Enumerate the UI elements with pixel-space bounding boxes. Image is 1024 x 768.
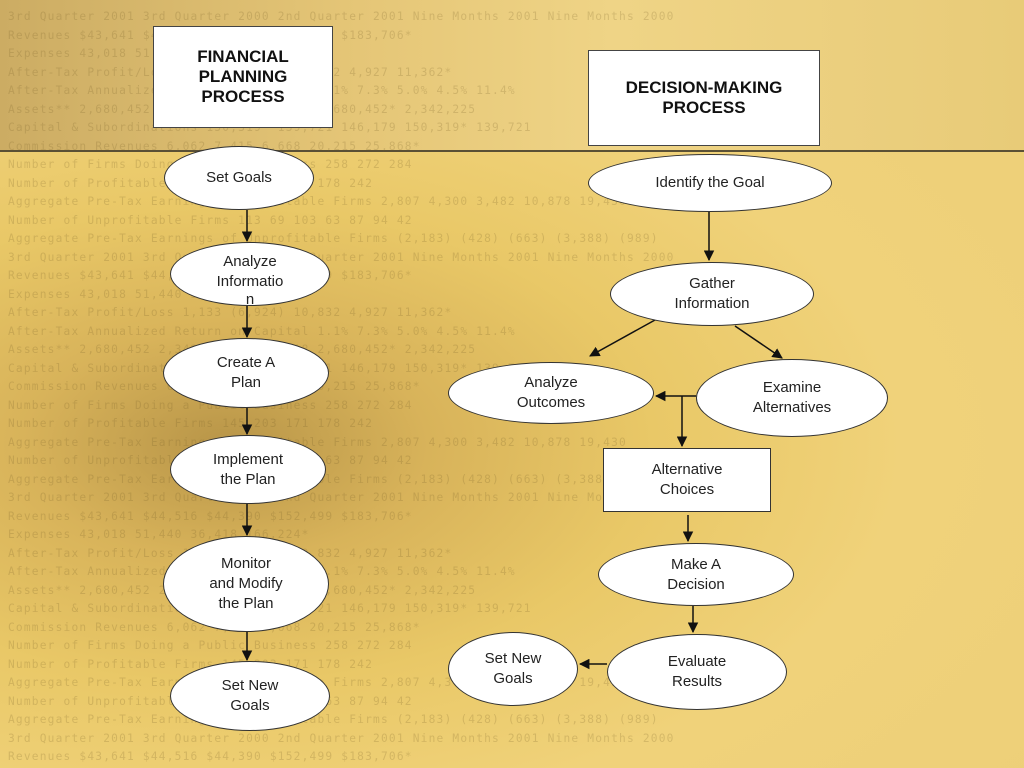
node-label: Information: [674, 295, 750, 312]
node-label: Set Goals: [206, 169, 272, 186]
node-label: Monitor: [220, 555, 272, 572]
decision-making-title: DECISION-MAKING PROCESS: [588, 50, 820, 146]
node-create-plan: Create A Plan: [163, 338, 329, 408]
node-label: Goals: [493, 670, 533, 687]
node-label: Gather: [689, 275, 735, 292]
node-label: the Plan: [218, 595, 274, 612]
node-label: Examine: [762, 379, 822, 396]
node-label: Analyze: [223, 253, 277, 270]
arrow-gather-to-analyze-outcomes: [589, 319, 656, 357]
node-evaluate-results: Evaluate Results: [607, 634, 787, 710]
node-gather-information: Gather Information: [610, 262, 814, 326]
node-make-decision: Make A Decision: [598, 543, 794, 606]
node-alternative-choices: Alternative Choices: [603, 448, 771, 512]
header-divider: [0, 150, 1024, 152]
title-line: PROCESS: [201, 87, 285, 106]
node-analyze-information: Analyze Informatio n: [170, 242, 330, 308]
node-label: Set New: [484, 650, 542, 667]
title-line: FINANCIAL: [197, 47, 289, 66]
node-label: Make A: [670, 555, 722, 573]
node-label: Alternatives: [752, 399, 832, 416]
node-label: the Plan: [220, 470, 276, 488]
node-set-new-goals-financial: Set New Goals: [170, 661, 330, 731]
node-label: Set New: [221, 677, 279, 694]
node-label: Outcomes: [516, 394, 586, 411]
node-label: Analyze: [524, 374, 578, 391]
node-label: Choices: [659, 481, 715, 498]
node-label: Create A: [216, 354, 276, 371]
node-examine-alternatives: Examine Alternatives: [696, 359, 888, 437]
financial-planning-title: FINANCIAL PLANNING PROCESS: [153, 26, 333, 128]
title-line: PROCESS: [662, 98, 746, 117]
node-label: Plan: [230, 374, 262, 391]
arrow-gather-to-examine: [734, 325, 783, 359]
node-set-new-goals-decision: Set New Goals: [448, 632, 578, 706]
node-label: Alternative: [651, 461, 723, 478]
node-label: Decision: [667, 575, 725, 593]
node-label: Informatio: [216, 273, 284, 290]
node-label: Identify the Goal: [655, 174, 765, 191]
node-identify-goal: Identify the Goal: [588, 154, 832, 212]
node-monitor-modify: Monitor and Modify the Plan: [163, 536, 329, 632]
title-line: PLANNING: [198, 67, 288, 86]
node-label: and Modify: [209, 575, 283, 592]
node-label: n: [245, 291, 255, 308]
node-label: Results: [671, 673, 723, 690]
node-analyze-outcomes: Analyze Outcomes: [448, 362, 654, 424]
node-set-goals: Set Goals: [164, 146, 314, 210]
node-label: Implement: [212, 450, 284, 468]
title-line: DECISION-MAKING: [625, 78, 783, 97]
node-implement-plan: Implement the Plan: [170, 435, 326, 504]
node-label: Goals: [230, 697, 270, 714]
node-label: Evaluate: [667, 653, 727, 670]
